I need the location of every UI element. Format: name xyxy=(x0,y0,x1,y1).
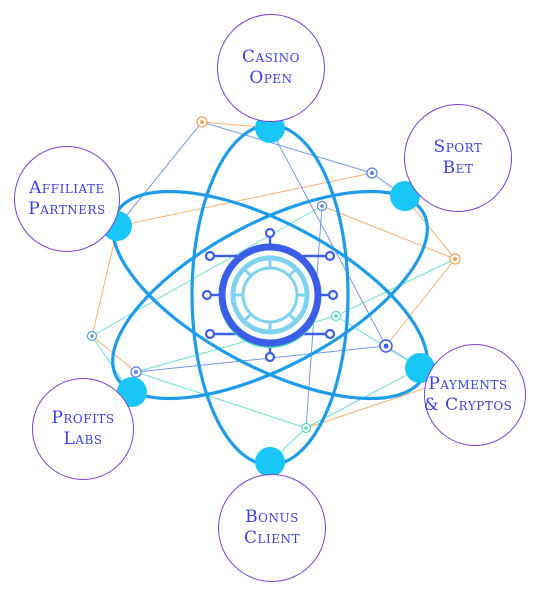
network-line xyxy=(135,371,307,429)
network-node xyxy=(379,339,393,353)
node-casino-open[interactable]: Casino Open xyxy=(217,14,325,122)
hub-pin xyxy=(204,328,216,340)
hub-spokes xyxy=(233,258,307,332)
node-profits-labs[interactable]: Profits Labs xyxy=(32,378,134,480)
network-line xyxy=(201,121,373,174)
node-sport-bet[interactable]: Sport Bet xyxy=(404,104,512,212)
hub-core xyxy=(241,266,299,324)
network-node xyxy=(86,330,98,342)
network-node xyxy=(196,116,208,128)
node-payments-cryptos[interactable]: Payments & Cryptos xyxy=(424,344,526,446)
node-label: Profits Labs xyxy=(51,408,115,449)
hub-pin xyxy=(324,328,336,340)
node-label: Affiliate Partners xyxy=(28,178,106,219)
hub-pin xyxy=(264,351,276,363)
hub-pin xyxy=(324,250,336,262)
hub-pin xyxy=(204,250,216,262)
network-nodes xyxy=(86,116,468,434)
hub-pin xyxy=(327,289,339,301)
network-node xyxy=(130,366,142,378)
network-line xyxy=(269,127,387,347)
network-line xyxy=(385,258,456,347)
hub-pin xyxy=(201,289,213,301)
network-node xyxy=(366,167,378,179)
network-node xyxy=(300,422,312,434)
node-label: Casino Open xyxy=(242,47,300,88)
network-line xyxy=(321,205,456,260)
network-node xyxy=(449,253,461,265)
node-label: Sport Bet xyxy=(433,137,483,178)
network-node xyxy=(330,310,342,322)
hub-pin xyxy=(264,227,276,239)
network-node xyxy=(316,200,328,212)
node-bonus-client[interactable]: Bonus Client xyxy=(218,474,326,582)
node-affiliate-partners[interactable]: Affiliate Partners xyxy=(14,146,120,252)
node-label: Bonus Client xyxy=(244,507,300,548)
hub xyxy=(201,227,339,363)
orbit-tilted-b xyxy=(111,189,429,401)
network-line xyxy=(335,315,421,369)
node-label: Payments & Cryptos xyxy=(423,374,513,415)
orbit-dot-bonus xyxy=(255,447,285,477)
network-line xyxy=(335,258,456,317)
network-line xyxy=(117,121,203,227)
network-line xyxy=(135,345,387,373)
